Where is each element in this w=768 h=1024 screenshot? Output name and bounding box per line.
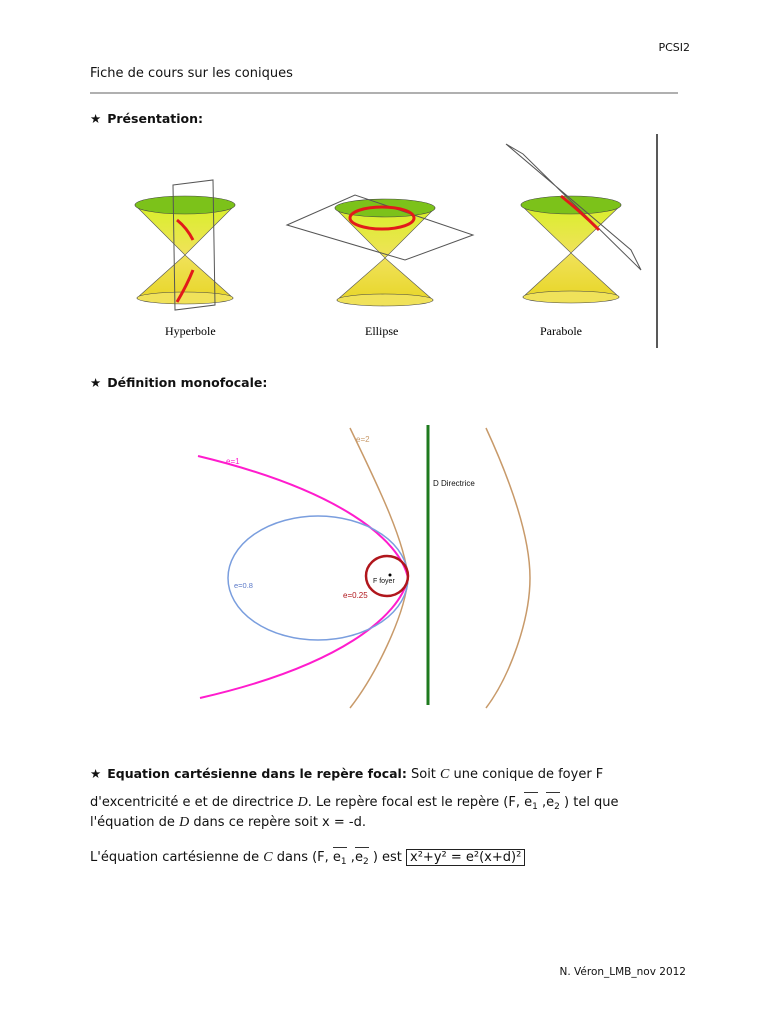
section-definition: ★ Définition monofocale:	[90, 375, 267, 390]
symbol-directrix: D	[297, 795, 308, 810]
section-presentation: ★ Présentation:	[90, 111, 203, 126]
equation-paragraph-line-1: ★ Equation cartésienne dans le repère foc…	[90, 766, 603, 783]
text-equation-cartesienne: L'équation cartésienne de	[90, 850, 260, 865]
cone-parabole	[505, 143, 642, 304]
star-icon: ★	[90, 375, 102, 390]
symbol-conic: C	[440, 767, 450, 782]
vector-e1: e1	[524, 792, 538, 812]
label-foyer: F foyer	[373, 578, 395, 585]
label-ellipse: Ellipse	[365, 324, 398, 338]
label-e2: e=2	[356, 435, 370, 444]
text-repere-focal: . Le repère focal est le repère (F,	[307, 795, 520, 810]
label-e025: e=0.25	[343, 591, 368, 600]
symbol-directrix: D	[179, 815, 190, 830]
cones-illustration: Hyperbole Ellipse Parabole	[134, 134, 658, 348]
title-divider	[90, 92, 678, 94]
focus-point	[388, 573, 392, 577]
label-e1: e=1	[226, 457, 240, 466]
symbol-conic: C	[263, 850, 273, 865]
equation-paragraph-line-2: d'excentricité e et de directrice D. Le …	[90, 792, 619, 812]
class-tag: PCSI2	[658, 41, 690, 54]
parabola-curve	[197, 455, 410, 699]
cone-hyperbole	[134, 179, 236, 311]
text-tel-que: ) tel que	[564, 795, 619, 810]
small-ellipse-curve	[364, 554, 410, 598]
section-equation-label: Equation cartésienne dans le repère foca…	[107, 766, 407, 781]
star-icon: ★	[90, 111, 102, 126]
text-soit: Soit	[410, 767, 436, 782]
equation-paragraph-line-3: l'équation de D dans ce repère soit x = …	[90, 815, 366, 831]
equation-paragraph-line-4: L'équation cartésienne de C dans (F, e1 …	[90, 847, 526, 867]
comma: ,	[542, 795, 547, 810]
label-hyperbole: Hyperbole	[165, 324, 216, 338]
footer-author: N. Véron_LMB_nov 2012	[559, 966, 687, 978]
boxed-formula: x²+y² = e²(x+d)²	[406, 849, 526, 866]
section-presentation-label: Présentation:	[107, 111, 203, 126]
star-icon: ★	[90, 766, 102, 781]
text-x-equals-minus-d: dans ce repère soit x = -d.	[193, 815, 366, 830]
text-conique-foyer: une conique de foyer F	[453, 767, 604, 782]
section-definition-label: Définition monofocale:	[107, 375, 268, 390]
text-excentricite: d'excentricité e et de directrice	[90, 795, 294, 810]
comma: ,	[350, 850, 355, 865]
vector-e2: e2	[546, 792, 560, 812]
conics-diagram: e=1 e=2 D Directrice e=0.8 e=0.25 F foye…	[197, 425, 531, 709]
hyperbola-right-branch	[485, 427, 531, 709]
cone-ellipse	[285, 194, 475, 307]
text-equation-de: l'équation de	[90, 815, 175, 830]
label-directrice: D Directrice	[433, 479, 475, 488]
vector-e1: e1	[332, 847, 347, 867]
label-e08: e=0.8	[234, 581, 253, 590]
text-dans-f: dans (F,	[276, 850, 329, 865]
page-title: Fiche de cours sur les coniques	[90, 66, 293, 81]
text-est: ) est	[372, 850, 402, 865]
label-parabole: Parabole	[540, 324, 582, 338]
hyperbola-left-branch	[349, 427, 409, 709]
vector-e2: e2	[354, 847, 369, 867]
